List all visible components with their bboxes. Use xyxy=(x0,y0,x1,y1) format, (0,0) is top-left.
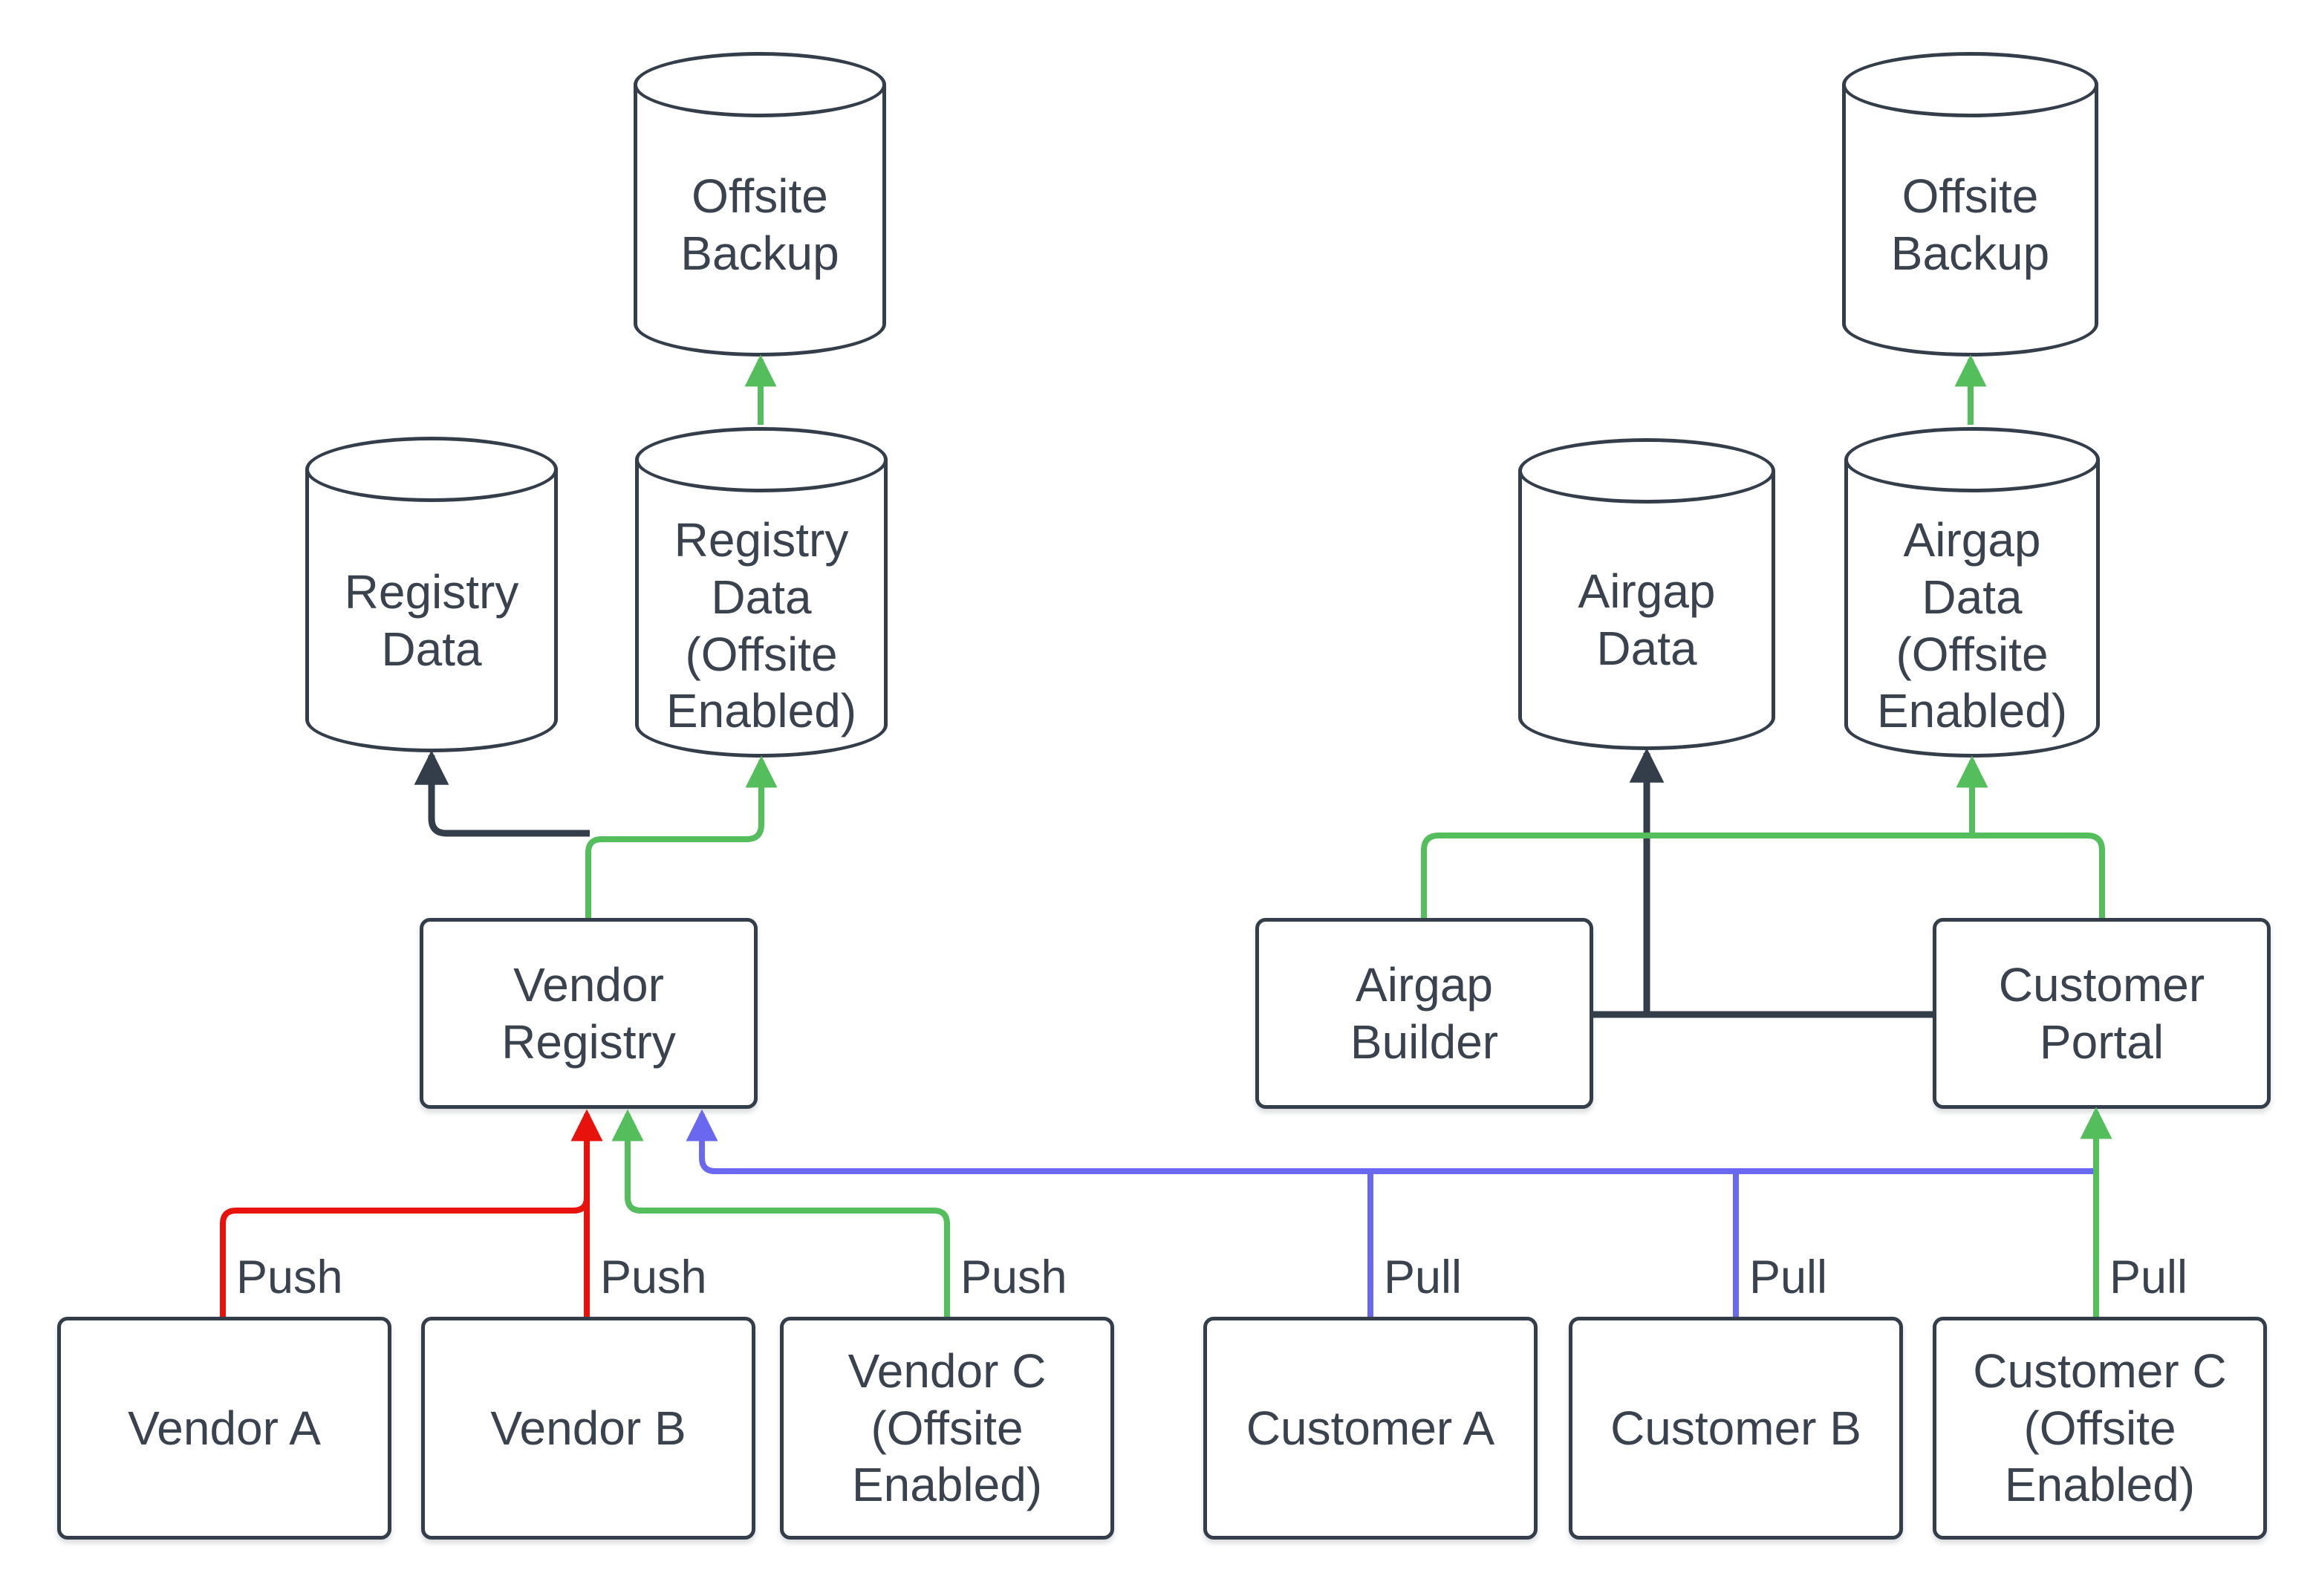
node-label: Offsite Backup xyxy=(1890,169,2050,280)
cylinder-body xyxy=(1844,460,2100,758)
cylinder-body xyxy=(1518,471,1775,750)
node-label: Offsite Backup xyxy=(680,169,839,280)
edge-label-pull-customer-a: Pull xyxy=(1384,1251,1463,1303)
cylinder-registry-data-offsite: Registry Data (Offsite Enabled) xyxy=(635,427,888,758)
node-label: Airgap Builder xyxy=(1350,957,1499,1069)
cylinder-body xyxy=(634,85,886,356)
cylinder-body xyxy=(305,469,558,752)
cylinder-top-ellipse xyxy=(635,427,888,492)
node-label: Airgap Data (Offsite Enabled) xyxy=(1876,512,2068,738)
box-vendor-b: Vendor B xyxy=(421,1317,755,1540)
cylinder-top-ellipse xyxy=(305,437,558,502)
box-customer-c: Customer C (Offsite Enabled) xyxy=(1933,1317,2267,1540)
node-label: Customer Portal xyxy=(1998,957,2205,1069)
edge-vendor-registry-to-registry-data-offsite xyxy=(585,755,778,918)
cylinder-body xyxy=(635,460,888,758)
box-vendor-registry: Vendor Registry xyxy=(420,918,758,1109)
box-vendor-a: Vendor A xyxy=(57,1317,391,1540)
node-label: Registry Data (Offsite Enabled) xyxy=(666,512,857,738)
node-label: Vendor A xyxy=(128,1401,321,1455)
edge-label-push-vendor-b: Push xyxy=(600,1251,707,1303)
edge-label-push-vendor-c: Push xyxy=(960,1251,1067,1303)
box-vendor-c: Vendor C (Offsite Enabled) xyxy=(780,1317,1114,1540)
box-customer-a: Customer A xyxy=(1203,1317,1538,1540)
node-label: Customer B xyxy=(1610,1401,1861,1455)
cylinder-airgap-data: Airgap Data xyxy=(1518,438,1775,750)
node-label: Vendor C (Offsite Enabled) xyxy=(848,1343,1047,1512)
cylinder-registry-data: Registry Data xyxy=(305,437,558,752)
edge-vendor-registry-to-registry-data xyxy=(414,749,590,837)
cylinder-top-ellipse xyxy=(1844,427,2100,492)
edge-pull-trunk-to-vendor-registry xyxy=(686,1109,2096,1174)
cylinder-body xyxy=(1842,85,2098,356)
cylinder-top-ellipse xyxy=(1518,438,1775,504)
box-customer-portal: Customer Portal xyxy=(1933,918,2271,1109)
cylinder-top-ellipse xyxy=(634,52,886,117)
edge-label-push-vendor-a: Push xyxy=(236,1251,343,1303)
node-label: Vendor B xyxy=(490,1401,686,1455)
cylinder-offsite-backup-right: Offsite Backup xyxy=(1842,52,2098,356)
box-airgap-builder: Airgap Builder xyxy=(1255,918,1593,1109)
box-customer-b: Customer B xyxy=(1569,1317,1903,1540)
node-label: Vendor Registry xyxy=(501,957,676,1069)
node-label: Airgap Data xyxy=(1578,564,1716,675)
edge-green-trunk-builder-portal xyxy=(1421,833,2105,918)
cylinder-airgap-data-offsite: Airgap Data (Offsite Enabled) xyxy=(1844,427,2100,758)
node-label: Customer C (Offsite Enabled) xyxy=(1973,1343,2227,1512)
node-label: Registry Data xyxy=(344,564,519,676)
edge-label-pull-customer-b: Pull xyxy=(1749,1251,1828,1303)
cylinder-offsite-backup-left: Offsite Backup xyxy=(634,52,886,356)
cylinder-top-ellipse xyxy=(1842,52,2098,117)
node-label: Customer A xyxy=(1246,1401,1495,1455)
edge-label-pull-customer-c: Pull xyxy=(2109,1251,2188,1303)
